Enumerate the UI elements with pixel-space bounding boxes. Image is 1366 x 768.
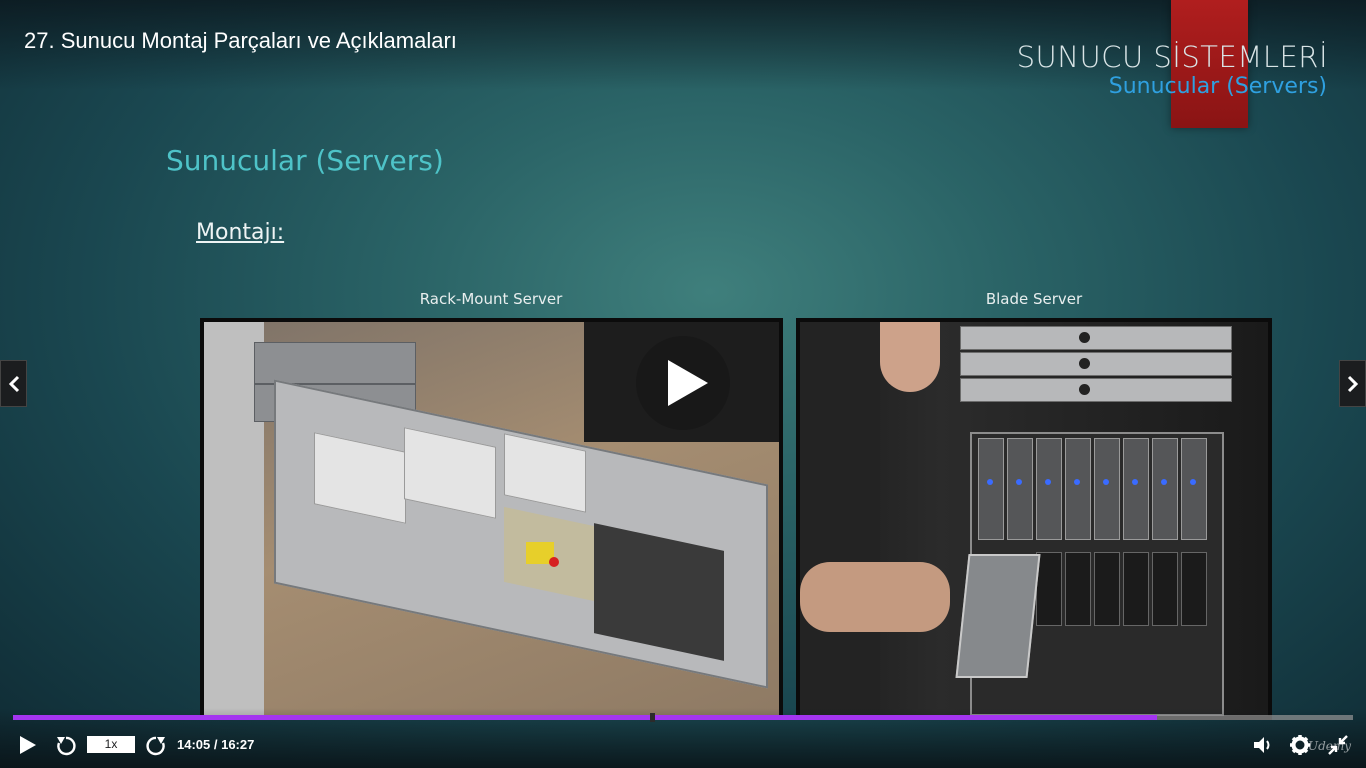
top-shade [0,0,1366,90]
playback-speed-button[interactable]: 1x [87,736,135,753]
blade-led [987,479,993,485]
previous-lecture-button[interactable] [0,360,27,407]
rack-unit [254,342,416,384]
chassis-module [960,326,1232,350]
slide-heading: Sunucular (Servers) [166,144,444,177]
brand-accent-bar [1171,0,1248,128]
rewind-5-icon [57,736,76,756]
blade-module [978,438,1004,540]
blade-slot [1065,552,1091,626]
person-figure [800,322,880,716]
rack-mount-caption: Rack-Mount Server [419,290,563,308]
volume-icon [1254,737,1270,753]
chevron-left-icon [8,375,20,393]
blade-module [1094,438,1120,540]
chassis-module [960,378,1232,402]
rewind-button[interactable] [56,734,76,761]
settings-button[interactable] [1289,734,1311,761]
blade-led [1161,479,1167,485]
blade-slot [1152,552,1178,626]
blade-module [1181,438,1207,540]
blade-led [1132,479,1138,485]
blade-slot [1036,552,1062,626]
gear-icon [1290,735,1310,755]
brand-subtitle: Sunucular (Servers) [1108,74,1327,99]
progress-bar[interactable] [13,713,1353,722]
person-head [880,322,940,392]
blade-module [1065,438,1091,540]
lecture-title: 27. Sunucu Montaj Parçaları ve Açıklamal… [24,28,457,53]
blade-module [1036,438,1062,540]
blade-caption: Blade Server [985,290,1083,308]
forward-5-icon [146,736,165,756]
volume-button[interactable] [1252,734,1274,761]
center-play-button[interactable] [636,336,730,430]
brand-title: SUNUCU SİSTEMLERİ [1016,40,1328,74]
blade-module [1152,438,1178,540]
blade-enclosure [970,432,1224,716]
chevron-right-icon [1347,375,1359,393]
blade-slot [1123,552,1149,626]
blade-led [1074,479,1080,485]
exit-fullscreen-button[interactable] [1327,734,1349,761]
blade-module [1007,438,1033,540]
exit-fullscreen-icon [1328,735,1348,755]
blade-module [1123,438,1149,540]
blade-slot [1181,552,1207,626]
rack-mount-server-photo [200,318,783,720]
blade-led [1103,479,1109,485]
time-display: 14:05 / 16:27 [177,737,255,752]
chassis-module [960,352,1232,376]
next-lecture-button[interactable] [1339,360,1366,407]
play-icon [20,736,36,754]
blade-led [1016,479,1022,485]
warning-label [526,542,554,564]
blade-being-inserted [955,554,1041,678]
udemy-watermark: Udemy [1308,739,1352,753]
blade-slot [1094,552,1120,626]
indicator-dot [549,557,559,567]
progress-fill [13,715,1158,720]
blade-led [1045,479,1051,485]
forward-button[interactable] [146,734,166,761]
play-button[interactable] [18,734,38,761]
chapter-marker [650,713,655,722]
slide-subheading: Montajı: [196,220,285,245]
person-arm [800,562,950,632]
play-icon [668,360,708,406]
blade-server-photo [796,318,1272,720]
blade-led [1190,479,1196,485]
